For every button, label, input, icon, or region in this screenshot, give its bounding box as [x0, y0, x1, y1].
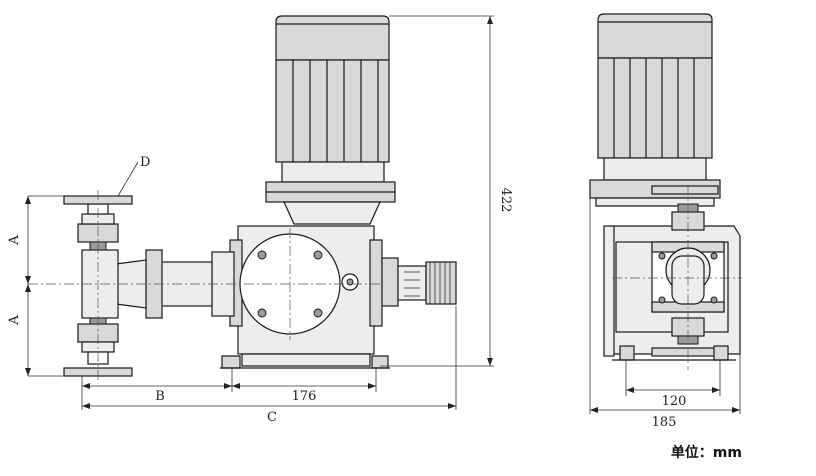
- front-view: A A D B 176 C: [7, 15, 513, 425]
- label-422: 422: [498, 188, 513, 213]
- stroke-adjuster: [381, 257, 457, 307]
- label-a-bottom: A: [7, 315, 22, 326]
- leader-d: D: [117, 155, 150, 197]
- dimension-bottom: B 176 C: [81, 306, 457, 425]
- dimension-185: 185: [589, 198, 741, 430]
- label-d: D: [140, 155, 150, 170]
- gearbox-side: [603, 185, 741, 361]
- motor-side: [589, 13, 721, 207]
- side-view: 120 185 单位：mm: [589, 13, 742, 461]
- unit-label: 单位：mm: [671, 444, 742, 461]
- label-120: 120: [662, 394, 687, 409]
- gearbox-front: [220, 225, 390, 369]
- motor-front: [265, 15, 396, 225]
- dimension-120: 120: [625, 360, 721, 409]
- label-176: 176: [292, 389, 317, 404]
- dimension-422: 422: [380, 15, 513, 367]
- label-c: C: [267, 410, 277, 425]
- label-b: B: [155, 389, 165, 404]
- dimension-a: A A: [7, 195, 64, 377]
- label-185: 185: [652, 415, 677, 430]
- label-a-top: A: [7, 235, 22, 246]
